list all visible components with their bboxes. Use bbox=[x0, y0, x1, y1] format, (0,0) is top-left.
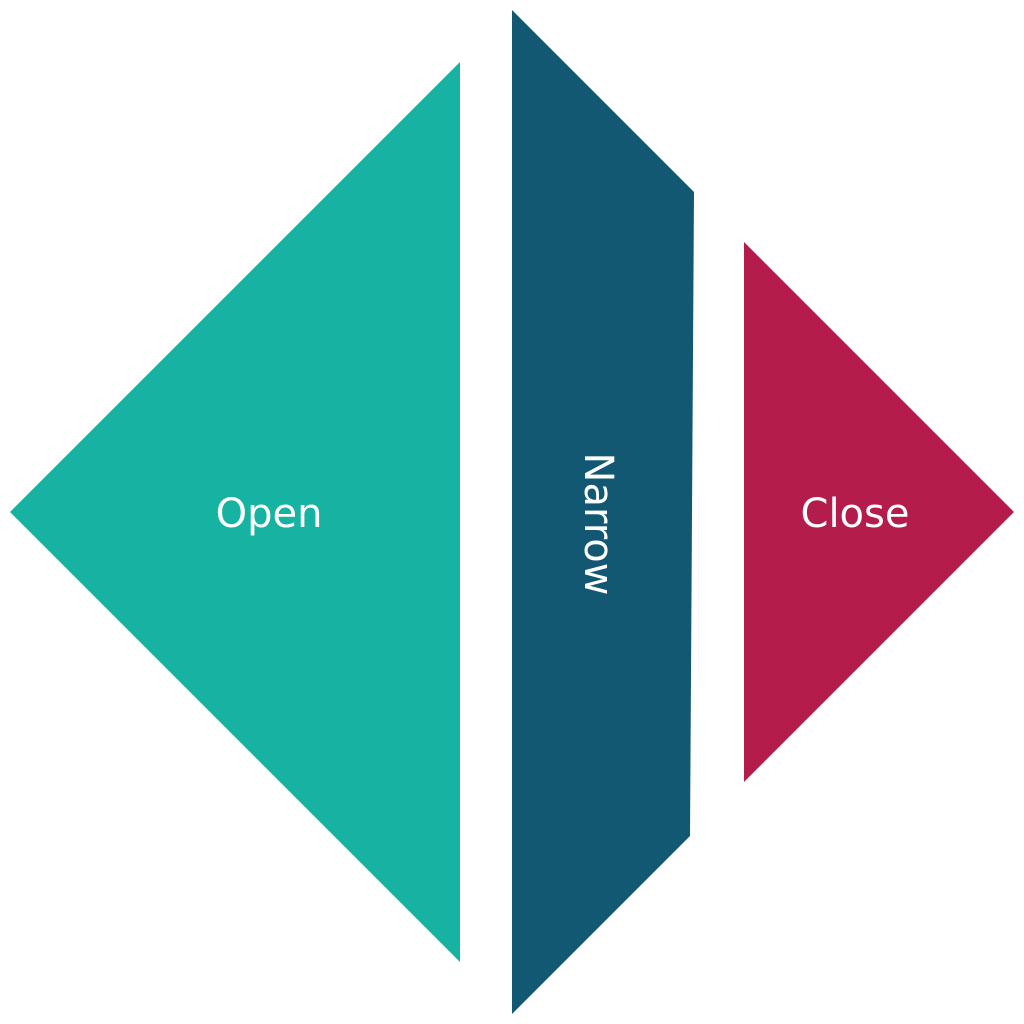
narrow-label: Narrow bbox=[575, 453, 621, 596]
open-label: Open bbox=[216, 491, 323, 537]
open-segment bbox=[10, 62, 460, 962]
close-label: Close bbox=[801, 491, 910, 537]
close-segment bbox=[744, 242, 1014, 782]
narrow-segment bbox=[512, 10, 694, 1014]
